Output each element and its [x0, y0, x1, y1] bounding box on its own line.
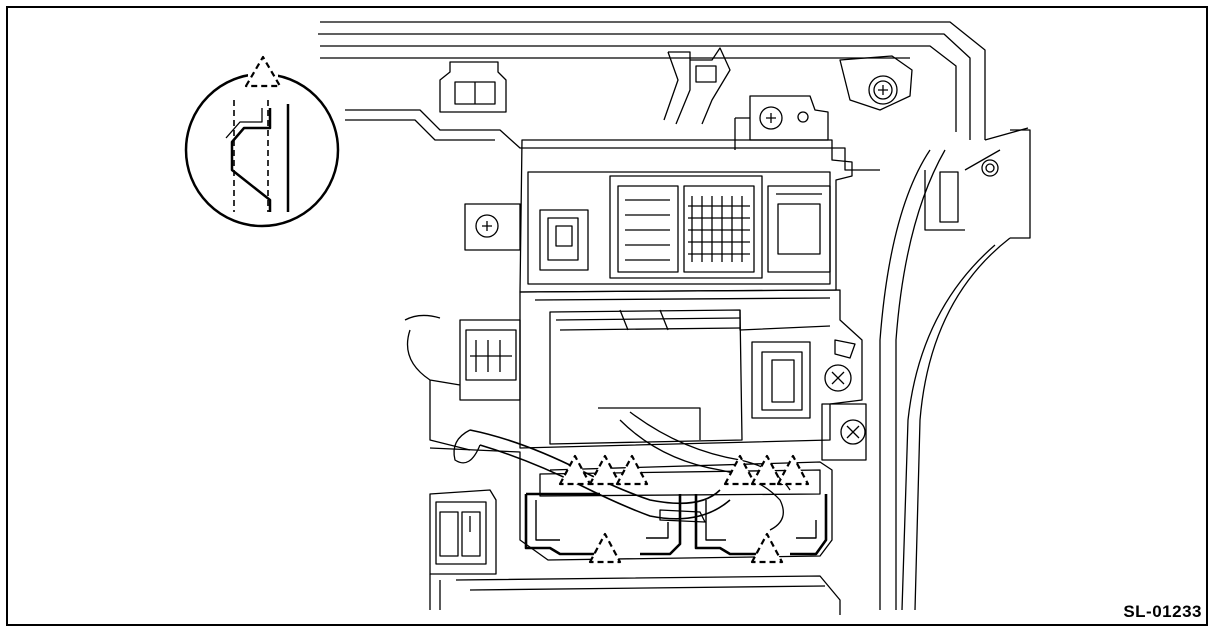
clip-marker-icon — [558, 454, 592, 486]
control-module — [404, 289, 867, 461]
clip-markers — [558, 454, 810, 564]
clip-marker-icon — [750, 454, 784, 486]
body-panel — [318, 21, 1031, 611]
ground-icon — [834, 339, 856, 359]
clip-marker-icon — [588, 532, 622, 564]
figure-frame — [6, 6, 1208, 626]
upper-connector-block — [464, 139, 853, 293]
detail-callout — [184, 55, 340, 228]
clip-marker-icon — [244, 55, 282, 88]
figure-code: SL-01233 — [1123, 602, 1202, 621]
clip-marker-icon — [776, 454, 810, 486]
upper-clips — [439, 47, 829, 150]
clip-marker-icon — [615, 454, 649, 486]
clip-marker-icon — [588, 454, 622, 486]
clip-marker-icon — [723, 454, 757, 486]
clip-marker-icon — [750, 532, 784, 564]
lower-connector-block — [429, 447, 841, 615]
